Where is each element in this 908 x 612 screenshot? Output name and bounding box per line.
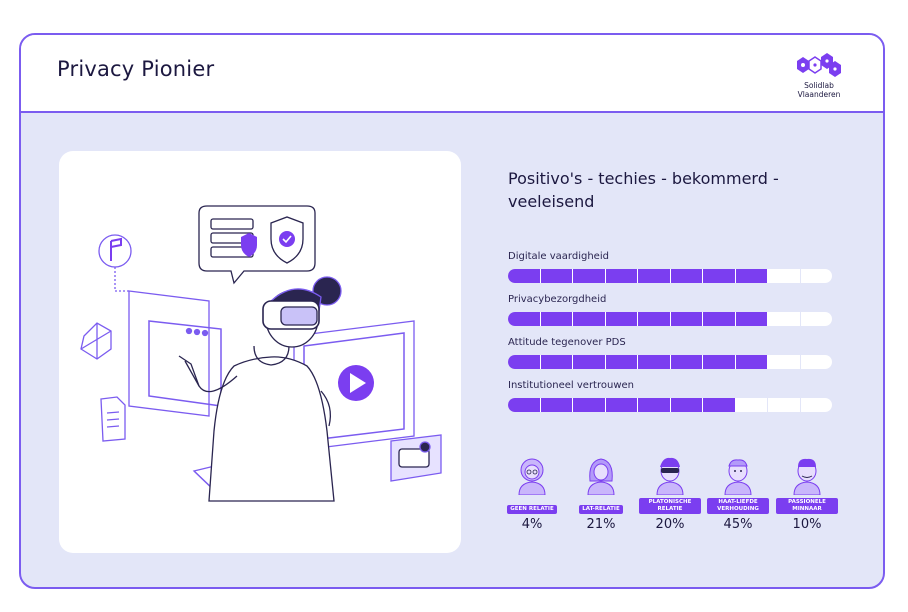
logo-hexagons-icon xyxy=(797,53,841,77)
persona-tag: PASSIONELE MINNAAR xyxy=(776,498,838,514)
metric-segment xyxy=(801,269,833,283)
logo-line2: Vlaanderen xyxy=(797,90,841,99)
metric-segment xyxy=(736,398,768,412)
logo-line1: Solidlab xyxy=(804,81,834,90)
metric-segment xyxy=(540,398,573,412)
metric-segment xyxy=(573,312,606,326)
metric-segment xyxy=(638,269,671,283)
metric-segment xyxy=(735,355,768,369)
metric-segment xyxy=(670,312,703,326)
metric-segment xyxy=(801,355,833,369)
metric-segment xyxy=(768,398,801,412)
persona-man-icon xyxy=(656,457,684,495)
metric-segment xyxy=(573,398,606,412)
persona-woman-icon xyxy=(518,458,546,495)
metric-segment xyxy=(801,312,833,326)
persona-passionele-minnaar: PASSIONELE MINNAAR 10% xyxy=(776,455,838,532)
persona-percent: 45% xyxy=(723,517,753,532)
metric-segment xyxy=(508,398,541,412)
metric-segment xyxy=(508,269,541,283)
metric-segment xyxy=(605,398,638,412)
persona-percent: 20% xyxy=(655,517,685,532)
metric-segment xyxy=(768,312,801,326)
metric-privacybezorgdheid: Privacybezorgdheid xyxy=(508,294,834,326)
metric-segment xyxy=(605,269,638,283)
metric-label: Attitude tegenover PDS xyxy=(508,337,626,348)
metric-segment xyxy=(573,269,606,283)
metric-bar xyxy=(508,355,832,369)
metric-segment xyxy=(638,355,671,369)
metric-segment xyxy=(573,355,606,369)
metric-segment xyxy=(605,355,638,369)
metric-segment xyxy=(508,355,541,369)
metric-segment xyxy=(670,355,703,369)
metric-segment xyxy=(638,398,671,412)
metric-digitale-vaardigheid: Digitale vaardigheid xyxy=(508,251,834,283)
metric-label: Institutioneel vertrouwen xyxy=(508,380,634,391)
persona-tag: PLATONISCHE RELATIE xyxy=(639,498,701,514)
metric-bar xyxy=(508,398,832,412)
persona-percent: 4% xyxy=(521,517,543,532)
metric-institutioneel-vertrouwen: Institutioneel vertrouwen xyxy=(508,380,834,412)
metric-segment xyxy=(768,355,801,369)
persona-platonische-relatie: PLATONISCHE RELATIE 20% xyxy=(639,455,701,532)
persona-tag: HAAT-LIEFDE VERHOUDING xyxy=(707,498,769,514)
vr-user-illustration xyxy=(80,205,442,502)
header: Privacy Pionier Solidlab Vlaanderen xyxy=(21,35,883,113)
vr-illustration-panel xyxy=(59,151,461,553)
metric-segment xyxy=(605,312,638,326)
metric-segment xyxy=(540,269,573,283)
metric-segment xyxy=(801,398,833,412)
metric-segment xyxy=(768,269,801,283)
metric-bar xyxy=(508,312,832,326)
metric-segment xyxy=(703,398,736,412)
persona-haat-liefde: HAAT-LIEFDE VERHOUDING 45% xyxy=(707,455,769,532)
persona-man-icon xyxy=(793,458,821,495)
persona-percent: 10% xyxy=(792,517,822,532)
metric-segment xyxy=(703,355,736,369)
metric-segment xyxy=(670,398,703,412)
persona-geen-relatie: GEEN RELATIE 4% xyxy=(501,455,563,532)
metric-segment xyxy=(540,312,573,326)
metric-segment xyxy=(703,312,736,326)
metric-label: Digitale vaardigheid xyxy=(508,251,609,262)
persona-lat-relatie: LAT-RELATIE 21% xyxy=(570,455,632,532)
metric-segment xyxy=(638,312,671,326)
solidlab-logo: Solidlab Vlaanderen xyxy=(789,51,849,99)
metric-label: Privacybezorgdheid xyxy=(508,294,607,305)
persona-man-icon xyxy=(724,459,752,495)
metric-segment xyxy=(670,269,703,283)
metric-bar xyxy=(508,269,832,283)
metric-segment xyxy=(735,312,768,326)
persona-tag: GEEN RELATIE xyxy=(507,505,557,514)
metric-segment xyxy=(703,269,736,283)
metric-segment xyxy=(735,269,768,283)
metric-segment xyxy=(508,312,541,326)
persona-percent: 21% xyxy=(586,517,616,532)
page-title: Privacy Pionier xyxy=(57,57,215,81)
profile-card: Privacy Pionier Solidlab Vlaanderen xyxy=(19,33,885,589)
profile-heading: Positivo's - techies - bekommerd - veele… xyxy=(508,169,779,211)
metric-segment xyxy=(540,355,573,369)
persona-woman-icon xyxy=(587,458,615,495)
metric-attitude-pds: Attitude tegenover PDS xyxy=(508,337,834,369)
persona-tag: LAT-RELATIE xyxy=(579,505,623,514)
